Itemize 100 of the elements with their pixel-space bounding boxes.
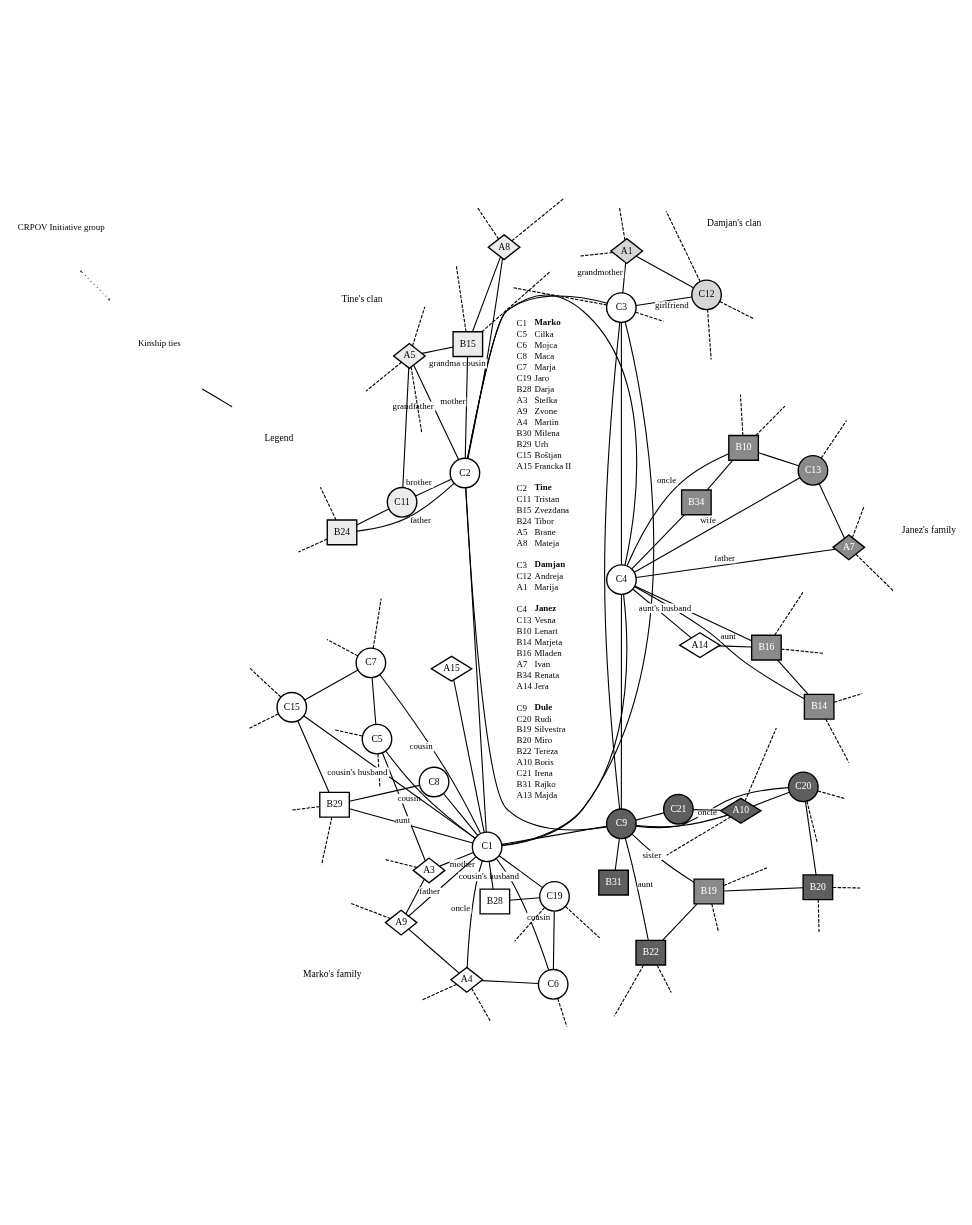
connector xyxy=(552,910,555,970)
label: Ivan xyxy=(534,658,551,669)
label: B34 xyxy=(516,669,532,680)
edge-label: father xyxy=(714,552,736,563)
node-diamond: A4 xyxy=(449,966,484,994)
label: Majda xyxy=(534,790,558,801)
node-circle: C13 xyxy=(797,454,829,486)
label: Damjan's clan xyxy=(706,217,762,229)
connector xyxy=(471,987,491,1022)
node-diamond: A10 xyxy=(719,797,763,824)
connector xyxy=(806,800,818,843)
edge-label: cousin xyxy=(397,793,421,804)
label: Lenart xyxy=(534,625,558,636)
connector xyxy=(501,825,608,845)
label: C3 xyxy=(516,559,527,570)
label: Mladen xyxy=(534,647,562,658)
connector xyxy=(356,482,455,532)
label: A14 xyxy=(516,680,532,691)
label: A5 xyxy=(516,526,528,537)
connector xyxy=(405,878,425,915)
node-diamond: A9 xyxy=(384,909,419,936)
connector xyxy=(820,420,848,459)
label: Marko's family xyxy=(303,968,362,980)
legend-label: Kinship ties xyxy=(137,337,181,348)
label: Francka II xyxy=(534,460,572,471)
connector xyxy=(467,295,608,459)
connector xyxy=(635,311,665,322)
node-circle: C2 xyxy=(449,457,481,489)
edge-label: wife xyxy=(700,514,717,525)
node-box: B29 xyxy=(319,791,350,818)
node-circle: C4 xyxy=(606,564,637,596)
label: Mojca xyxy=(534,339,558,350)
connector xyxy=(511,286,608,306)
connector xyxy=(635,548,836,579)
node-circle: C6 xyxy=(537,968,569,1000)
label: Marija xyxy=(534,581,559,592)
connector xyxy=(379,674,482,835)
node-box: B22 xyxy=(635,939,667,966)
connector xyxy=(614,838,620,871)
connector xyxy=(420,983,458,1001)
legend-label: CRPOV Initiative group xyxy=(17,222,105,233)
connector xyxy=(707,309,712,361)
label: Dule xyxy=(534,701,553,712)
label: B24 xyxy=(516,515,532,526)
node-circle: C3 xyxy=(605,292,637,324)
connector xyxy=(619,207,626,241)
connector xyxy=(514,907,546,942)
node-box: B24 xyxy=(326,519,358,546)
label: Marko xyxy=(534,317,561,328)
connector xyxy=(365,361,403,392)
label: Renata xyxy=(534,669,560,680)
connector xyxy=(297,538,328,553)
label: C4 xyxy=(516,603,527,614)
label: Miro xyxy=(534,735,553,746)
label: C5 xyxy=(516,328,527,339)
connector xyxy=(620,594,622,810)
label: B28 xyxy=(516,383,532,394)
label: Boris xyxy=(534,757,554,768)
node-box: B28 xyxy=(479,888,511,915)
connector xyxy=(465,487,487,833)
connector xyxy=(421,346,454,354)
connector xyxy=(321,816,333,865)
connector xyxy=(411,306,426,347)
label: C13 xyxy=(516,614,532,625)
connector xyxy=(467,257,504,459)
label: C12 xyxy=(516,570,532,581)
label: B19 xyxy=(516,724,532,735)
label: Maca xyxy=(534,350,555,361)
node-box: B19 xyxy=(693,878,725,905)
connector xyxy=(626,453,730,567)
label: Brane xyxy=(534,526,556,537)
edge-label: sister xyxy=(642,849,662,860)
node-diamond: A1 xyxy=(609,237,644,265)
connector xyxy=(622,262,627,294)
edge-label: grandmother xyxy=(577,266,623,277)
connector xyxy=(442,792,479,836)
node-circle: C21 xyxy=(662,793,694,825)
connector xyxy=(635,255,695,289)
node-diamond: A7 xyxy=(831,534,866,561)
connector xyxy=(624,837,649,941)
label: C8 xyxy=(516,350,527,361)
label: Janez xyxy=(534,602,557,613)
edge-label: mother xyxy=(440,396,466,407)
connector xyxy=(467,294,638,566)
connector xyxy=(465,487,608,831)
label: B16 xyxy=(516,647,532,658)
edge-label: oncle xyxy=(450,903,471,914)
label: C19 xyxy=(516,372,532,383)
connector xyxy=(249,667,282,698)
connector xyxy=(488,860,494,890)
label: B15 xyxy=(516,504,532,515)
connector xyxy=(464,356,469,459)
connector xyxy=(752,791,790,807)
connector xyxy=(372,598,382,649)
node-diamond: A8 xyxy=(487,233,521,261)
label: C15 xyxy=(516,449,532,460)
label: Silvestra xyxy=(534,724,566,735)
connector xyxy=(855,553,894,592)
connector xyxy=(777,659,809,695)
label: Zvone xyxy=(534,405,558,416)
